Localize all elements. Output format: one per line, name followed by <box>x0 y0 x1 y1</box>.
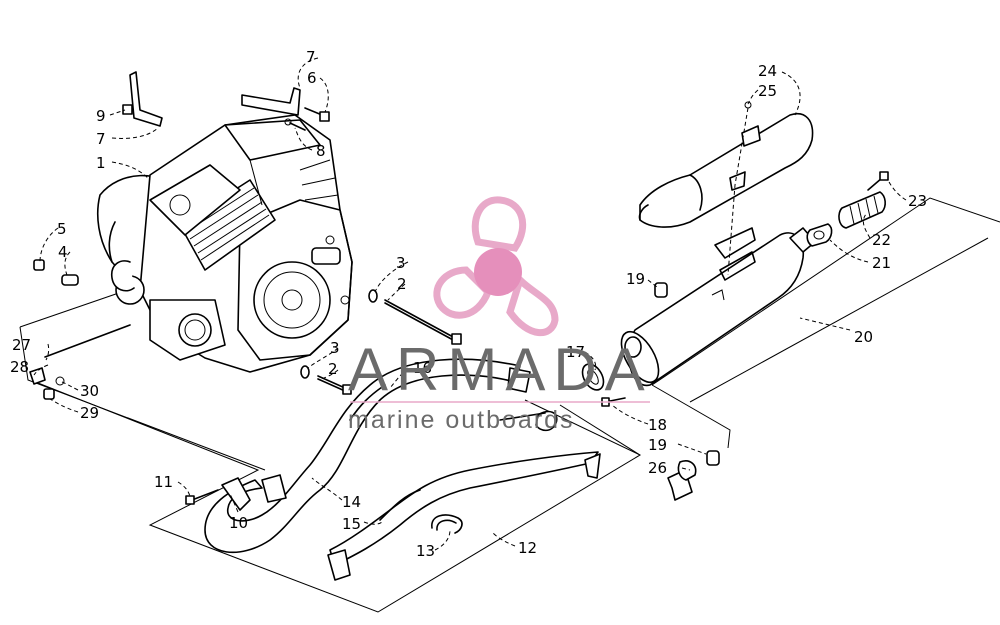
callout-numbers: 1 2 2 3 3 4 5 6 7 7 8 9 10 11 12 13 14 1… <box>10 48 927 560</box>
watermark-tagline: marine outboards <box>348 406 575 434</box>
callout-11: 11 <box>154 473 173 491</box>
callout-17: 17 <box>566 343 585 361</box>
callout-21: 21 <box>872 254 891 272</box>
muffler <box>620 227 816 387</box>
engine-assembly <box>96 114 353 373</box>
callout-26: 26 <box>648 459 667 477</box>
callout-19: 19 <box>648 436 667 454</box>
callout-29: 29 <box>80 404 99 422</box>
spark-arrestor <box>806 191 886 247</box>
callout-10: 10 <box>229 514 248 532</box>
callout-16: 16 <box>413 359 432 377</box>
muffler-mount-bracket <box>667 460 697 501</box>
mid-pipe <box>327 410 601 581</box>
leader-lines <box>33 57 907 551</box>
callout-27: 27 <box>12 336 31 354</box>
callout-19: 19 <box>626 270 645 288</box>
callout-30: 30 <box>80 382 99 400</box>
assembly-frame-lines <box>19 197 1000 613</box>
header-pipe <box>204 358 531 554</box>
callout-15: 15 <box>342 515 361 533</box>
callout-18: 18 <box>648 416 667 434</box>
callout-24: 24 <box>758 62 777 80</box>
gasket <box>581 363 605 391</box>
callout-25: 25 <box>758 82 777 100</box>
callout-8: 8 <box>316 142 326 160</box>
callout-6: 6 <box>307 69 317 87</box>
callout-2: 2 <box>397 275 407 293</box>
watermark: ARMADA marine outboards <box>348 196 653 434</box>
callout-5: 5 <box>57 220 67 238</box>
callout-13: 13 <box>416 542 435 560</box>
watermark-brand: ARMADA <box>348 336 653 403</box>
callout-1: 1 <box>96 154 106 172</box>
callout-3: 3 <box>396 254 406 272</box>
callout-28: 28 <box>10 358 29 376</box>
callout-2: 2 <box>328 360 338 378</box>
callout-12: 12 <box>518 539 537 557</box>
callout-22: 22 <box>872 231 891 249</box>
callout-3: 3 <box>330 339 340 357</box>
propeller-logo-icon <box>433 196 559 337</box>
engine-brackets <box>129 71 301 127</box>
callout-9: 9 <box>96 107 106 125</box>
heat-shield <box>638 113 814 228</box>
callout-14: 14 <box>342 493 361 511</box>
callout-23: 23 <box>908 192 927 210</box>
callout-7: 7 <box>306 48 316 66</box>
callout-7: 7 <box>96 130 106 148</box>
callout-4: 4 <box>58 243 68 261</box>
callout-20: 20 <box>854 328 873 346</box>
